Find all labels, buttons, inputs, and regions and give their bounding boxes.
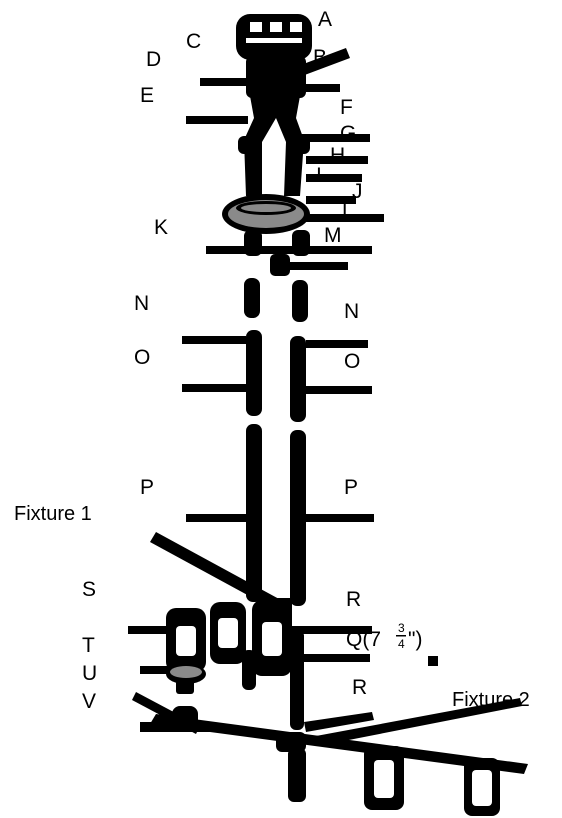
- label-q-prefix: Q(7: [346, 628, 387, 651]
- pipe-segment-n: [244, 278, 308, 322]
- label-s: S: [82, 578, 96, 601]
- label-g: G: [340, 122, 356, 145]
- label-p-left: P: [140, 476, 154, 499]
- label-n-left: N: [134, 292, 149, 315]
- label-u: U: [82, 662, 97, 685]
- label-o-right: O: [344, 350, 360, 373]
- slip-nut: [244, 230, 310, 276]
- label-q-denominator: 4: [398, 637, 405, 651]
- part-labels: A C B D E F G H I J L K M N N O O P P Fi…: [14, 8, 530, 713]
- label-n-right: N: [344, 300, 359, 323]
- label-c: C: [186, 30, 201, 53]
- label-r-top: R: [346, 588, 361, 611]
- label-f: F: [340, 96, 353, 119]
- label-t: T: [82, 634, 95, 657]
- label-l: L: [342, 200, 354, 223]
- label-j: J: [352, 180, 363, 203]
- top-cap-fitting: [236, 14, 312, 98]
- label-k: K: [154, 216, 168, 239]
- main-drain-line: [150, 656, 528, 816]
- label-q-suffix: "): [408, 628, 422, 651]
- label-d: D: [146, 48, 161, 71]
- label-fixture-1: Fixture 1: [14, 503, 92, 525]
- label-fixture-2: Fixture 2: [452, 689, 530, 711]
- label-e: E: [140, 84, 154, 107]
- leader-bars-middle: [182, 336, 374, 522]
- label-m: M: [324, 224, 342, 247]
- label-v: V: [82, 690, 96, 713]
- upper-body: [238, 96, 310, 196]
- label-o-left: O: [134, 346, 150, 369]
- label-q-size: Q(7 3 4 "): [346, 621, 422, 651]
- grey-nut-u: [166, 664, 206, 694]
- label-b: B: [313, 46, 327, 69]
- vertical-pipes: [242, 330, 306, 730]
- label-r-bottom: R: [352, 676, 367, 699]
- label-h: H: [330, 144, 345, 167]
- leader-bars-top: [186, 48, 384, 270]
- label-q-numerator: 3: [398, 621, 405, 635]
- trap-assembly: [128, 598, 372, 676]
- label-i: I: [316, 164, 322, 187]
- fixture-1-pipe: [150, 532, 292, 616]
- gasket-ring: [222, 194, 310, 234]
- label-p-right: P: [344, 476, 358, 499]
- label-a: A: [318, 8, 332, 31]
